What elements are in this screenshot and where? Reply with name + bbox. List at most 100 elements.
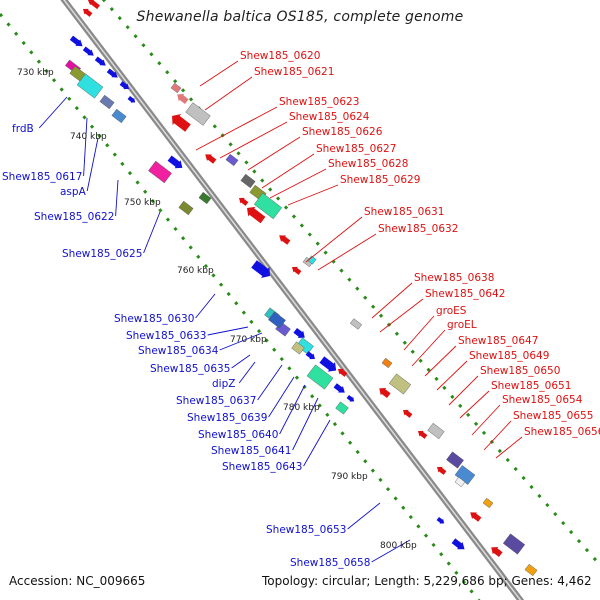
scale-label: 800 kbp — [380, 541, 417, 551]
gene-feature — [148, 160, 172, 184]
gene-feature — [291, 341, 305, 355]
gene-label-left: Shew185_0643 — [222, 461, 302, 473]
gene-label-left: dipZ — [212, 378, 235, 390]
gene-feature — [349, 318, 363, 330]
gene-feature — [306, 364, 334, 390]
gene-feature — [119, 81, 129, 90]
gene-feature — [482, 497, 494, 509]
label-leader — [195, 293, 216, 319]
label-leaders — [38, 60, 523, 563]
label-leader — [379, 298, 424, 333]
gene-label-right: Shew185_0642 — [425, 288, 505, 300]
gene-feature — [451, 538, 465, 550]
gene-label-left: Shew185_0630 — [114, 313, 194, 325]
gene-feature — [177, 94, 189, 104]
gene-label-left: Shew185_0639 — [187, 412, 267, 424]
gene-label-left: Shew185_0634 — [138, 345, 219, 357]
gene-label-left: Shew185_0635 — [150, 363, 230, 375]
label-leader — [347, 502, 381, 530]
gene-label-right: Shew185_0621 — [254, 66, 334, 78]
genome-backbone-highlight — [63, 0, 522, 600]
label-leader — [483, 420, 512, 451]
label-leader — [403, 315, 435, 351]
label-leader — [268, 376, 295, 418]
label-leader — [261, 153, 315, 189]
gene-label-left: Shew185_0622 — [34, 211, 114, 223]
gene-feature — [319, 356, 337, 372]
gene-label-right: groEL — [447, 319, 477, 331]
gene-feature — [83, 8, 93, 17]
label-leader — [231, 354, 251, 369]
gene-feature — [427, 422, 445, 440]
gene-feature — [205, 154, 217, 164]
gene-label-left: Shew185_0625 — [62, 248, 142, 260]
gene-feature — [69, 35, 83, 47]
gene-feature — [381, 357, 393, 369]
label-leader — [471, 404, 501, 436]
gene-feature — [240, 173, 256, 189]
label-leader — [305, 216, 363, 263]
label-leader — [495, 436, 523, 459]
gene-feature — [470, 512, 482, 522]
gene-label-right: Shew185_0623 — [279, 96, 359, 108]
label-leader — [83, 117, 88, 177]
gene-feature — [335, 401, 349, 415]
gene-feature — [292, 266, 302, 275]
label-leader — [292, 397, 319, 451]
gene-label-right: groES — [436, 305, 467, 317]
gene-feature — [524, 563, 538, 577]
label-leader — [371, 539, 411, 563]
gene-feature — [198, 191, 212, 205]
gene-label-left: Shew185_0633 — [126, 330, 206, 342]
scale-label: 780 kbp — [283, 403, 320, 413]
gene-feature — [106, 68, 118, 78]
gene-feature — [127, 96, 136, 103]
gene-label-right: Shew185_0620 — [240, 50, 320, 62]
label-leader — [86, 137, 99, 192]
label-leader — [247, 136, 301, 171]
gene-feature — [307, 255, 317, 265]
gene-feature — [338, 368, 348, 377]
gene-label-left: Shew185_0617 — [2, 171, 82, 183]
gene-label-right: Shew185_0626 — [302, 126, 383, 138]
gene-label-right: Shew185_0651 — [491, 380, 571, 392]
gene-label-left: Shew185_0641 — [211, 445, 291, 457]
label-leader — [269, 168, 327, 199]
label-leader — [219, 332, 263, 351]
gene-feature — [279, 235, 291, 245]
scale-label: 760 kbp — [177, 266, 214, 276]
gene-label-right: Shew185_0638 — [414, 272, 494, 284]
gene-feature — [178, 200, 194, 216]
gene-label-left: aspA — [60, 186, 87, 198]
inner-tick-track — [0, 13, 481, 600]
gene-feature — [76, 73, 104, 99]
gene-feature — [111, 108, 127, 124]
gene-feature — [293, 328, 305, 338]
gene-label-left: Shew185_0658 — [290, 557, 370, 569]
gene-feature — [437, 466, 447, 475]
label-leader — [279, 384, 306, 435]
label-leader — [257, 364, 283, 401]
scale-label: 730 kbp — [17, 68, 54, 78]
label-leader — [303, 419, 331, 467]
gene-feature — [167, 155, 183, 169]
gene-label-right: Shew185_0627 — [316, 143, 396, 155]
label-leader — [371, 282, 413, 319]
gene-feature — [454, 476, 466, 488]
gene-feature — [185, 102, 211, 126]
gene-feature — [94, 56, 106, 66]
gene-labels: frdBShew185_0617aspAShew185_0622Shew185_… — [2, 50, 600, 569]
gene-feature — [239, 197, 249, 206]
label-leader — [436, 360, 468, 391]
gene-feature — [418, 430, 428, 439]
gene-label-right: Shew185_0624 — [289, 111, 370, 123]
gene-label-right: Shew185_0632 — [378, 223, 458, 235]
gene-label-right: Shew185_0629 — [340, 174, 420, 186]
label-leader — [204, 76, 253, 111]
gene-feature — [251, 260, 270, 278]
label-leader — [115, 179, 119, 217]
gene-label-right: Shew185_0655 — [513, 410, 593, 422]
gene-feature — [305, 351, 315, 360]
gene-feature — [502, 533, 526, 555]
